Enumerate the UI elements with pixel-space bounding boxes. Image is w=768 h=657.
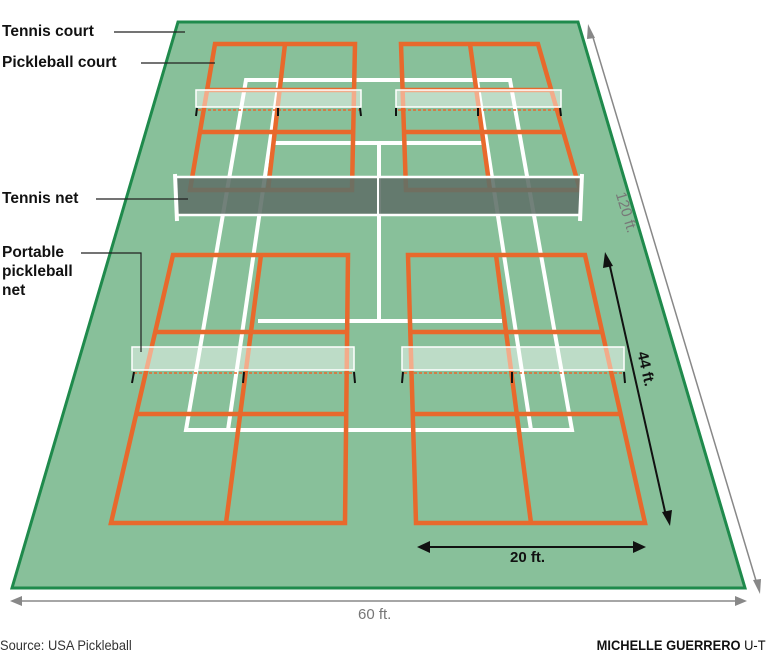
artist-name: MICHELLE GUERRERO	[597, 637, 741, 653]
publication-name: U-T	[744, 637, 766, 653]
portable-net-top-left	[195, 89, 362, 117]
portable-net-top-right	[395, 89, 562, 117]
label-tennis-net: Tennis net	[2, 190, 79, 207]
pickleball-court-bottom-right	[405, 252, 648, 526]
label-pickleball-court: Pickleball court	[2, 54, 117, 71]
portable-net-bottom-right	[401, 346, 626, 384]
label-tennis-court: Tennis court	[2, 23, 94, 40]
label-portable-net-line2: pickleball	[2, 263, 73, 280]
label-portable-net: Portable pickleball net	[2, 243, 73, 300]
dimension-20ft-arrow	[417, 541, 646, 553]
dimension-44ft-arrow	[603, 252, 672, 526]
dimension-120ft-arrow	[587, 24, 761, 594]
label-portable-net-line1: Portable	[2, 244, 65, 261]
dimension-20ft-label: 20 ft.	[510, 549, 546, 566]
label-leaders	[81, 31, 215, 352]
tennis-net	[173, 173, 584, 222]
artist-credit: MICHELLE GUERRERO U-T	[597, 637, 766, 653]
portable-net-bottom-left	[131, 346, 356, 384]
label-portable-net-line3: net	[2, 282, 26, 299]
source-credit: Source: USA Pickleball	[0, 637, 132, 653]
pickleball-court-bottom-left	[108, 252, 351, 526]
dimension-60ft-label: 60 ft.	[358, 606, 392, 623]
dimension-60ft-arrow	[10, 596, 747, 606]
